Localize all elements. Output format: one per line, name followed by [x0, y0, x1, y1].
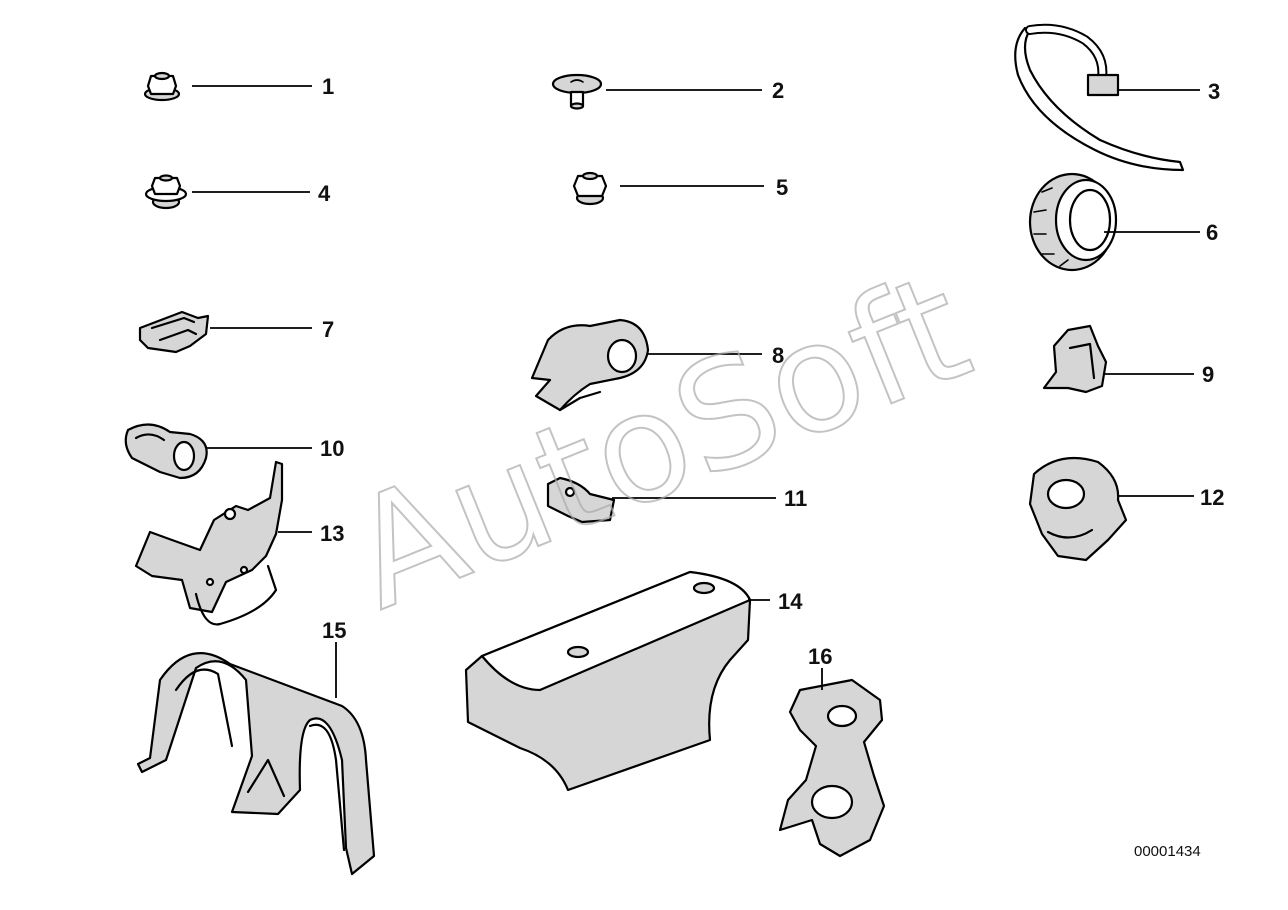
cable-clip-icon: [530, 318, 650, 412]
callout-15: 15: [322, 618, 346, 643]
callout-7: 7: [322, 317, 334, 342]
cable-tie-icon: [1014, 23, 1185, 172]
callout-2: 2: [772, 78, 784, 103]
callout-3: 3: [1208, 79, 1220, 104]
callout-10: 10: [320, 436, 344, 461]
callout-16: 16: [808, 644, 832, 669]
callout-13: 13: [320, 521, 344, 546]
spring-clip-icon: [138, 310, 210, 354]
bracket-icon: [546, 476, 616, 524]
callout-8: 8: [772, 343, 784, 368]
cover-plate-icon: [464, 570, 752, 792]
double-clip-icon: [778, 678, 886, 858]
callout-5: 5: [776, 175, 788, 200]
callout-1: 1: [322, 74, 334, 99]
cable-guide-icon: [136, 652, 376, 876]
grommet-icon: [1028, 172, 1118, 272]
callout-14: 14: [778, 589, 803, 614]
callout-6: 6: [1206, 220, 1218, 245]
callout-12: 12: [1200, 485, 1224, 510]
callout-11: 11: [784, 486, 807, 511]
leader-lines: [192, 85, 1200, 698]
callout-9: 9: [1202, 362, 1214, 387]
push-rivet-icon: [551, 73, 603, 110]
callout-4: 4: [318, 181, 331, 206]
flange-nut-icon: [143, 71, 181, 102]
hose-clip-icon: [124, 423, 208, 480]
edge-clip-icon: [1042, 324, 1108, 394]
collar-nut-icon: [144, 174, 188, 210]
drawing-number: 00001434: [1134, 843, 1201, 860]
hex-nut-icon: [572, 171, 608, 206]
cable-holder-icon: [1028, 456, 1128, 562]
mounting-bracket-icon: [134, 460, 284, 626]
watermark-text: AutoSoft: [328, 241, 991, 644]
callout-labels: 1 2 3 4 5 6 7 8 9 10 11 12 13 14 15 16: [318, 74, 1224, 669]
